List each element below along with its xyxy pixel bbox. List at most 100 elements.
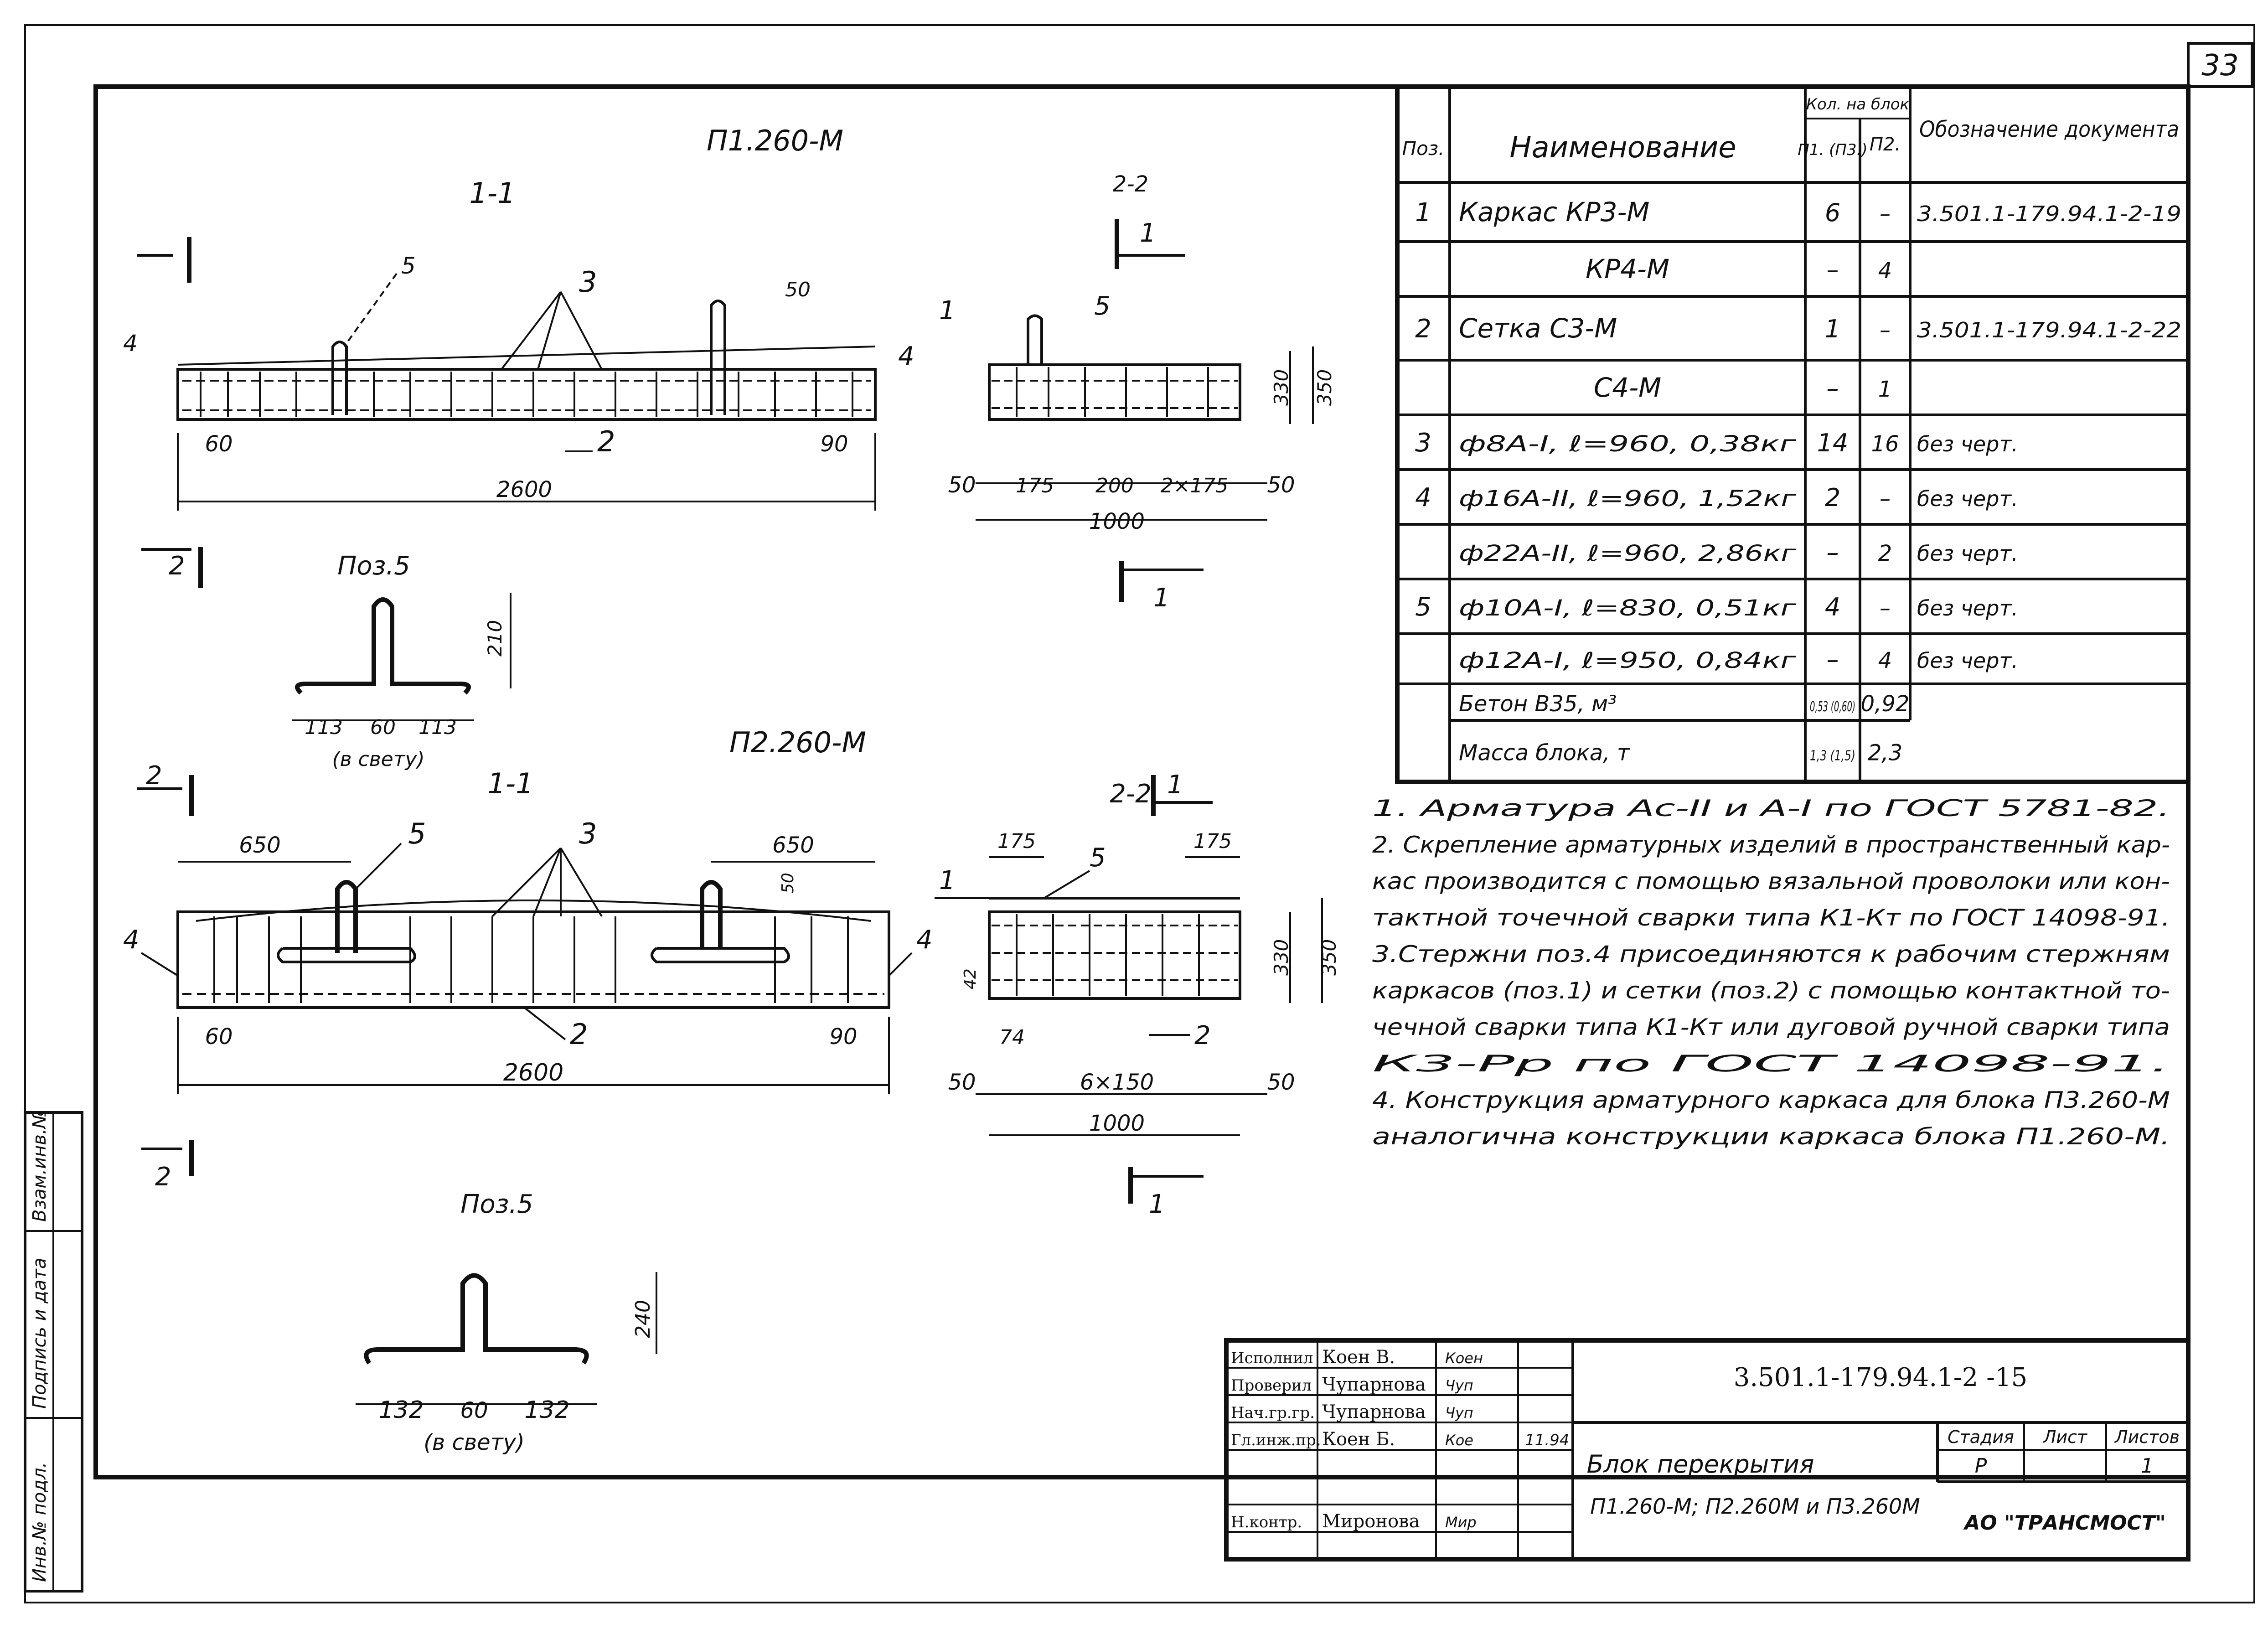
block2-cs-callout-1: 1 [939,866,956,895]
title-stage-label: Стадия [1948,1427,2014,1447]
block2-beam-outline [176,910,890,1009]
page-number: 33 [2201,49,2238,83]
spec-row-qty-p2: 2 [1878,541,1892,566]
block2-section-label: 1-1 [487,767,533,800]
spec-header-qty-p1: П1. (П3.) [1798,141,1867,159]
block1-beam-outline [176,368,877,421]
block1-right-offset: 90 [820,431,848,457]
block2-cut1-top: 1 [1167,770,1183,800]
spec-row-name: ф8А-I, ℓ=960, 0,38кг [1459,431,1797,457]
spec-row-qty-p1: 4 [1825,593,1840,621]
block1-section-label: 1-1 [469,176,515,210]
block1-cs-w2x175: 2×175 [1161,474,1229,497]
block1-pos5-mid: 60 [370,716,396,739]
title-doc-code: 3.501.1-179.94.1-2 -15 [1734,1363,2028,1392]
note-line: кас производится с помощью вязальной про… [1372,868,2170,895]
block1-cs-w50-right: 50 [1267,472,1295,498]
spec-row-name: ф12А-I, ℓ=950, 0,84кг [1459,648,1797,673]
title-sheets-label: Листов [2114,1427,2180,1447]
title-stage-value: Р [1975,1454,1987,1478]
block1-cs-callout-4: 4 [898,341,914,371]
spec-row-doc: 3.501.1-179.94.1-2-22 [1917,318,2181,342]
spec-row-qty-p2: – [1880,317,1891,343]
block1-cs-w175: 175 [1016,474,1054,497]
block1-cut1-bottom: 1 [1153,583,1170,613]
title-signature: Кое [1445,1432,1473,1449]
title-role: Нач.гр.гр. [1231,1404,1315,1422]
block2-left-offset: 60 [205,1024,232,1050]
block2-loop-pitch-right: 650 [772,833,814,858]
title-name: Чупарнова [1322,1401,1426,1422]
block2-right-offset: 90 [829,1024,857,1050]
block2-loop-pitch-left: 650 [239,833,281,858]
spec-row-qty-p2: – [1880,486,1891,512]
block2-pos5-detail: 132 60 132 (в свету) 240 [356,1272,657,1455]
block2-cs-callout-2: 2 [1194,1021,1211,1050]
title-name: Миронова [1322,1511,1420,1532]
block2-pos5-label: Поз.5 [460,1189,533,1219]
spec-header-doc: Обозначение документа [1919,117,2179,142]
block2-callout-4-left: 4 [123,925,139,955]
block1-cs-callout-5: 5 [1094,291,1111,321]
block2-cs-h350: 350 [1318,939,1340,976]
spec-row-pos: 4 [1415,483,1431,512]
spec-table: Поз. Наименование Кол. на блок П1. (П3.)… [1395,84,2191,784]
spec-row-name: Масса блока, т [1459,740,1631,766]
block2-callout-2: 2 [570,1018,588,1051]
side-stamp-vzam: Взам.инв.№ [29,1110,50,1222]
block2-cross-section: 1 1 5 2 175 175 50 6×150 50 1000 74 330 … [935,770,1340,1219]
title-name: Коен В. [1322,1347,1395,1368]
spec-row-name: С4-М [1594,372,1661,403]
block2-pos5-right: 132 [524,1396,569,1424]
block1-callout-4: 4 [123,330,138,357]
block1-cut1-top: 1 [1140,218,1156,248]
note-line: каркасов (поз.1) и сетки (поз.2) с помощ… [1372,977,2170,1004]
block1-pos5-h210: 210 [484,620,506,657]
title-name: Коен Б. [1322,1429,1395,1450]
note-line: 4. Конструкция арматурного каркаса для б… [1372,1087,2170,1113]
spec-row-qty-p1: – [1827,374,1839,403]
block2-cs-w50-left: 50 [948,1070,976,1095]
block1-callout-3: 3 [579,265,597,299]
spec-row-qty-p1: – [1827,645,1839,674]
title-line1: Блок перекрытия [1587,1450,1814,1479]
note-line: К3-Рр по ГОСТ 14098-91. [1372,1050,2170,1077]
block2-cut2-top: 2 [146,761,162,791]
spec-row-qty-p2: – [1880,201,1891,227]
spec-row-qty-p1: 0,53 (0,60) [1810,699,1855,715]
block1-elevation: 2 2600 60 90 50 3 [123,237,877,588]
title-role: Гл.инж.пр. [1231,1431,1321,1449]
block1-cut2-label: 2 [169,551,185,581]
block1-pos5-label: Поз.5 [337,551,410,581]
block2-cs-h330: 330 [1270,939,1292,976]
block2-cs-w6x150: 6×150 [1080,1070,1154,1095]
title-role: Исполнил [1231,1349,1313,1367]
title-org: АО "ТРАНСМОСТ" [1963,1511,2166,1535]
block1-cs-callout-1: 1 [939,296,956,326]
block2-cs-w175-left: 175 [997,830,1036,853]
spec-row-name: ф22А-II, ℓ=960, 2,86кг [1459,541,1797,566]
spec-row-qty-p2: 4 [1878,258,1892,284]
spec-row-name: КР4-М [1586,253,1669,284]
block2-cut1-bottom: 1 [1149,1189,1165,1219]
spec-row-qty-p2: 1 [1878,377,1892,402]
spec-row-qty-p1: 1,3 (1,5) [1810,748,1855,764]
spec-row-qty-p1: – [1827,255,1839,284]
block1-pos5-note: (в свету) [332,748,424,771]
block2-pos5-left: 132 [378,1396,424,1424]
title-line2: П1.260-М; П2.260М и П3.260М [1590,1494,1920,1519]
block2-cut2-bottom: 2 [155,1162,171,1192]
block2-cs-h42: 42 [961,968,980,989]
note-line: 3.Стержни поз.4 присоединяются к рабочим… [1372,941,2170,967]
block2-cs-callout-5: 5 [1090,843,1106,873]
note-line: чечной сварки типа К1-Кт или дуговой руч… [1372,1014,2170,1040]
sheet-frame [24,24,2255,1603]
spec-row-name: Бетон В35, м³ [1459,691,1617,717]
spec-row-qty-p1: 14 [1817,429,1849,457]
spec-row-doc: без черт. [1917,596,2018,621]
spec-header-pos: Поз. [1402,137,1445,160]
side-stamp: Взам.инв.№ Подпись и дата Инв.№ подл. [24,1110,83,1593]
block2-elevation: 2 2 650 650 50 2600 60 90 3 [123,761,933,1192]
